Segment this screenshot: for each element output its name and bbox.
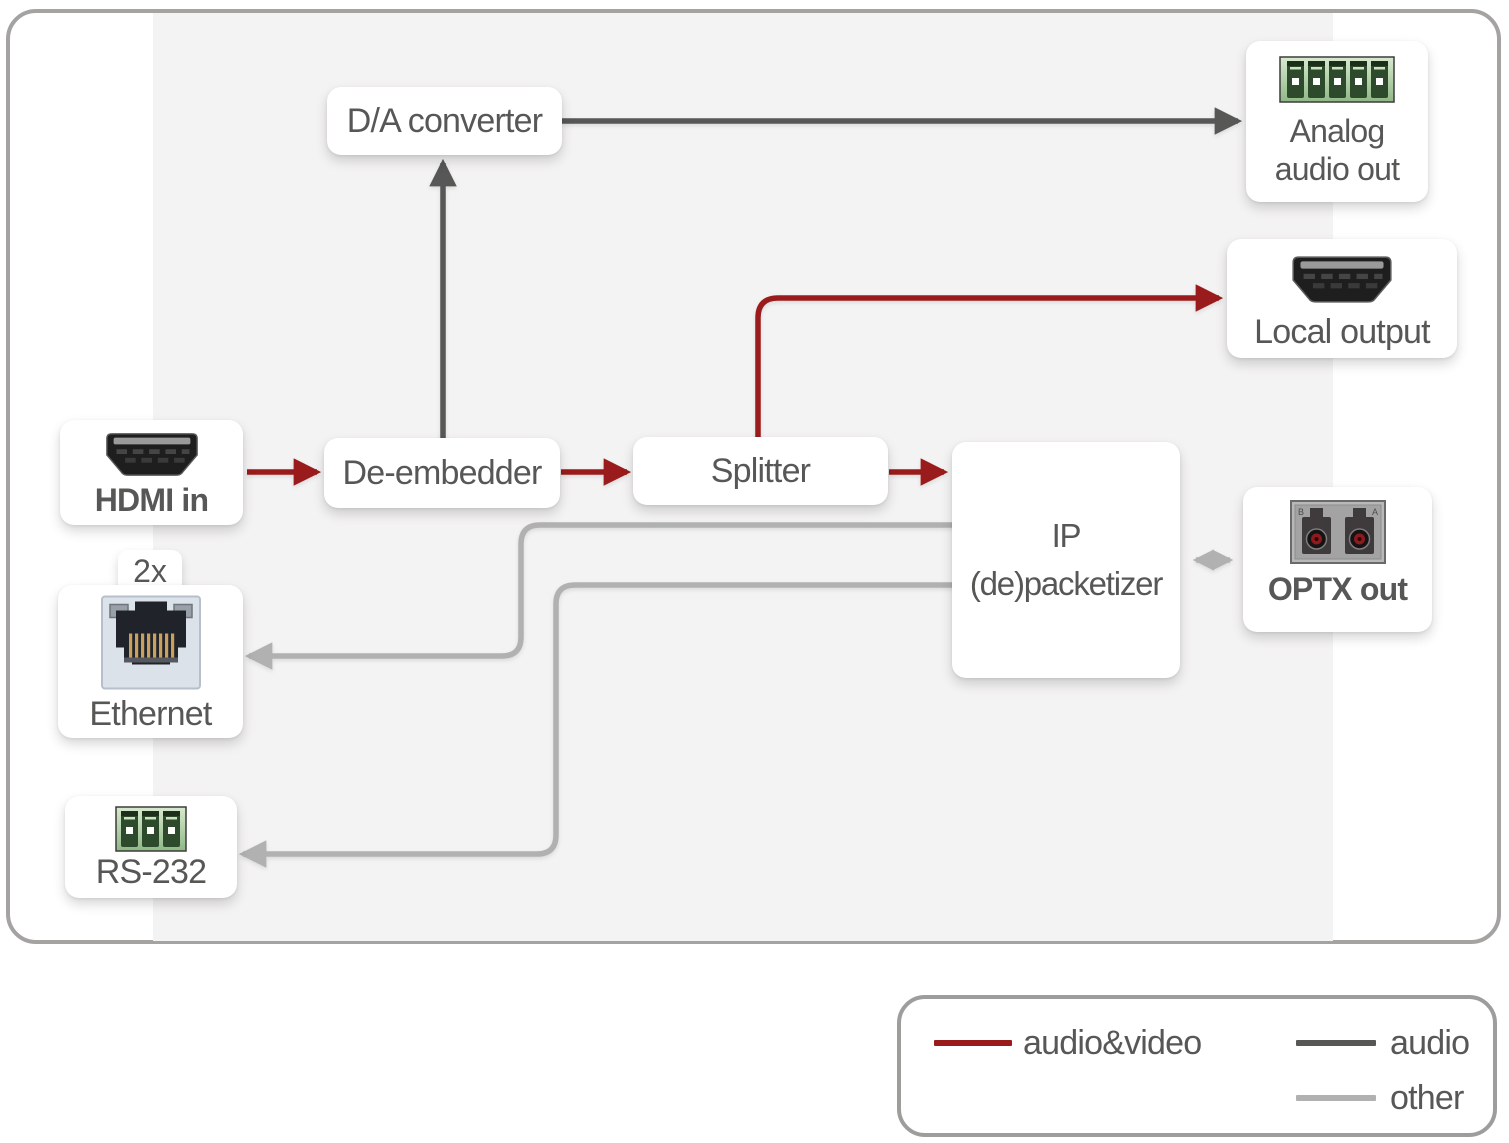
- node-analog-audio-out: Analog audio out: [1246, 41, 1428, 202]
- node-splitter: Splitter: [633, 437, 888, 505]
- legend-other-label: other: [1390, 1079, 1464, 1117]
- wire-ip-to-ethernet: [244, 522, 956, 670]
- wire-ip-to-rs232: [238, 582, 956, 868]
- ethernet-label: Ethernet: [89, 695, 212, 733]
- optx-port-b-label: B: [1298, 507, 1304, 517]
- phoenix-5pin-connector-icon: [1279, 56, 1395, 103]
- node-local-output: Local output: [1227, 239, 1457, 358]
- phoenix-3pin-connector-icon: [115, 806, 187, 852]
- legend-audio-video-label: audio&video: [1023, 1024, 1202, 1062]
- legend-audio-video-line: [934, 1040, 1012, 1046]
- node-da-converter: D/A converter: [327, 87, 562, 155]
- legend-audio-line: [1296, 1040, 1376, 1046]
- splitter-label: Splitter: [710, 451, 811, 490]
- hdmi-connector-icon: [105, 433, 198, 476]
- optx-port-a-label: A: [1372, 507, 1378, 517]
- da-converter-label: D/A converter: [346, 101, 543, 140]
- wire-splitter-to-localoutput: [755, 284, 1224, 452]
- rs232-label: RS-232: [95, 853, 207, 891]
- local-output-label: Local output: [1254, 313, 1430, 351]
- node-ip-depacketizer: IP (de)packetizer: [952, 442, 1180, 678]
- ip-depacketizer-label: IP (de)packetizer: [969, 517, 1163, 602]
- legend-other-line: [1296, 1095, 1376, 1101]
- legend: audio&video audio other: [897, 995, 1497, 1137]
- node-hdmi-in: HDMI in: [60, 420, 243, 525]
- node-de-embedder: De-embedder: [324, 438, 560, 508]
- optx-out-label: OPTX out: [1267, 571, 1408, 607]
- rj45-ethernet-icon: [100, 595, 201, 690]
- hdmi-connector-icon: [1292, 256, 1392, 303]
- node-optx-out: B A OPTX out: [1243, 487, 1432, 632]
- node-rs232: RS-232: [65, 796, 237, 898]
- de-embedder-label: De-embedder: [342, 453, 542, 492]
- node-ethernet: Ethernet: [58, 585, 243, 738]
- fiber-lc-duplex-icon: B A: [1289, 500, 1386, 564]
- legend-audio-label: audio: [1390, 1024, 1470, 1062]
- hdmi-in-label: HDMI in: [94, 482, 209, 518]
- analog-audio-out-label: Analog audio out: [1274, 113, 1400, 187]
